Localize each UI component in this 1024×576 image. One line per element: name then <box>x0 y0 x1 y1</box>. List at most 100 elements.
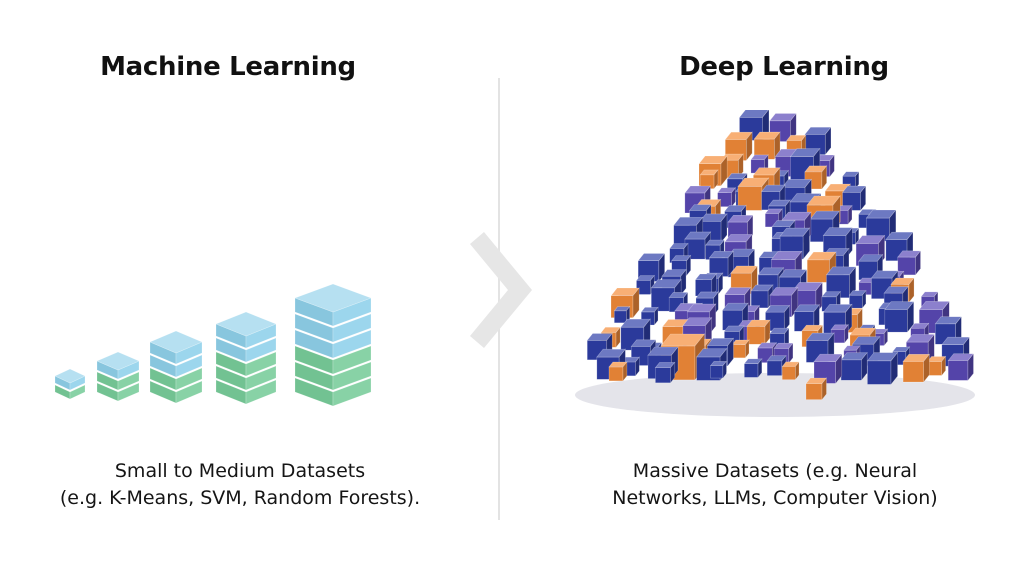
cube-side-face <box>849 265 857 299</box>
cube-side-face <box>967 352 974 382</box>
cube-front-face <box>744 363 759 378</box>
cube-side-face <box>890 351 898 386</box>
data-stack <box>294 283 372 407</box>
data-cube <box>731 339 750 359</box>
cube-side-face <box>915 249 921 276</box>
cube-side-face <box>727 250 734 278</box>
cube-pile-icon <box>575 110 975 417</box>
data-cube <box>927 355 947 377</box>
slab-right-face <box>175 367 203 391</box>
data-cube <box>858 253 884 281</box>
slab-right-face <box>332 313 372 343</box>
cube-side-face <box>670 361 676 384</box>
data-cube <box>708 250 734 278</box>
data-cube <box>897 249 922 276</box>
slab-top-face <box>54 368 86 384</box>
data-stack <box>215 311 277 405</box>
slab-top-face <box>215 311 277 337</box>
data-stack <box>96 351 140 402</box>
cube-front-face <box>655 367 671 384</box>
slab-right-face <box>332 297 372 327</box>
cube-side-face <box>731 186 736 208</box>
slab-top-face <box>149 330 203 354</box>
cube-side-face <box>862 289 867 309</box>
cube-front-face <box>947 360 969 381</box>
cube-front-face <box>781 366 796 380</box>
cube-side-face <box>847 204 853 226</box>
data-cube <box>764 304 791 332</box>
cube-front-face <box>710 365 724 379</box>
cube-side-face <box>738 153 744 179</box>
data-cube <box>947 352 975 382</box>
cube-front-face <box>731 344 746 359</box>
cube-side-face <box>635 356 640 377</box>
cube-side-face <box>711 273 717 297</box>
slab-right-face <box>332 345 372 375</box>
cube-side-face <box>720 155 728 187</box>
stacked-cubes-icon <box>54 283 372 407</box>
slab-top-face <box>294 283 372 313</box>
data-cube <box>699 169 719 190</box>
slab-right-face <box>245 365 277 391</box>
data-cube <box>608 361 628 382</box>
cube-front-face <box>902 361 924 383</box>
slab-right-face <box>175 354 203 378</box>
cube-side-face <box>813 303 820 333</box>
data-cube <box>743 358 763 379</box>
cube-side-face <box>860 185 866 212</box>
data-cube <box>746 319 771 346</box>
data-cube <box>766 354 787 377</box>
data-cube <box>613 305 631 324</box>
cube-side-face <box>861 351 868 382</box>
slab-right-face <box>245 337 277 363</box>
panel-divider <box>498 78 500 520</box>
data-cube <box>621 356 640 377</box>
cube-side-face <box>821 377 827 401</box>
data-cube <box>709 360 727 379</box>
data-cube <box>813 353 843 385</box>
slab-right-face <box>332 329 372 359</box>
cube-side-face <box>883 328 888 347</box>
cube-side-face <box>783 304 790 332</box>
data-cube <box>842 170 860 190</box>
cube-side-face <box>835 353 843 385</box>
slab-right-face <box>175 380 203 404</box>
cube-side-face <box>626 305 631 324</box>
cube-top-face <box>738 110 769 118</box>
cube-side-face <box>632 287 640 319</box>
data-cube <box>793 303 821 333</box>
cube-front-face <box>867 360 892 385</box>
cube-front-face <box>608 366 624 382</box>
cube-side-face <box>824 126 832 156</box>
slab-right-face <box>332 377 372 407</box>
data-cube <box>716 186 737 208</box>
data-cube <box>654 361 676 384</box>
data-cube <box>804 165 828 190</box>
deep-learning-caption: Massive Datasets (e.g. Neural Networks, … <box>560 458 990 512</box>
deep-learning-title: Deep Learning <box>679 52 889 82</box>
cube-side-face <box>718 272 724 295</box>
cube-side-face <box>686 254 691 277</box>
data-cube <box>750 284 774 309</box>
chevron-right-icon <box>470 232 532 348</box>
cube-side-face <box>622 361 628 382</box>
data-cube <box>825 265 857 299</box>
cube-side-face <box>821 165 827 190</box>
slab-right-face <box>245 351 277 377</box>
caption-line: (e.g. K-Means, SVM, Random Forests). <box>59 487 421 509</box>
machine-learning-title: Machine Learning <box>100 52 356 82</box>
cube-side-face <box>795 361 800 381</box>
cube-side-face <box>654 306 659 326</box>
cube-side-face <box>802 227 810 260</box>
data-cube <box>840 351 868 382</box>
caption-line: Small to Medium Datasets <box>114 460 366 482</box>
cube-side-face <box>941 355 946 377</box>
data-cube <box>781 361 800 381</box>
slab-right-face <box>332 361 372 391</box>
cube-side-face <box>907 300 915 334</box>
caption-line: Networks, LLMs, Computer Vision) <box>612 487 938 509</box>
cube-side-face <box>829 154 835 178</box>
cube-side-face <box>745 339 750 359</box>
data-stack <box>54 368 86 400</box>
cube-front-face <box>614 310 627 324</box>
